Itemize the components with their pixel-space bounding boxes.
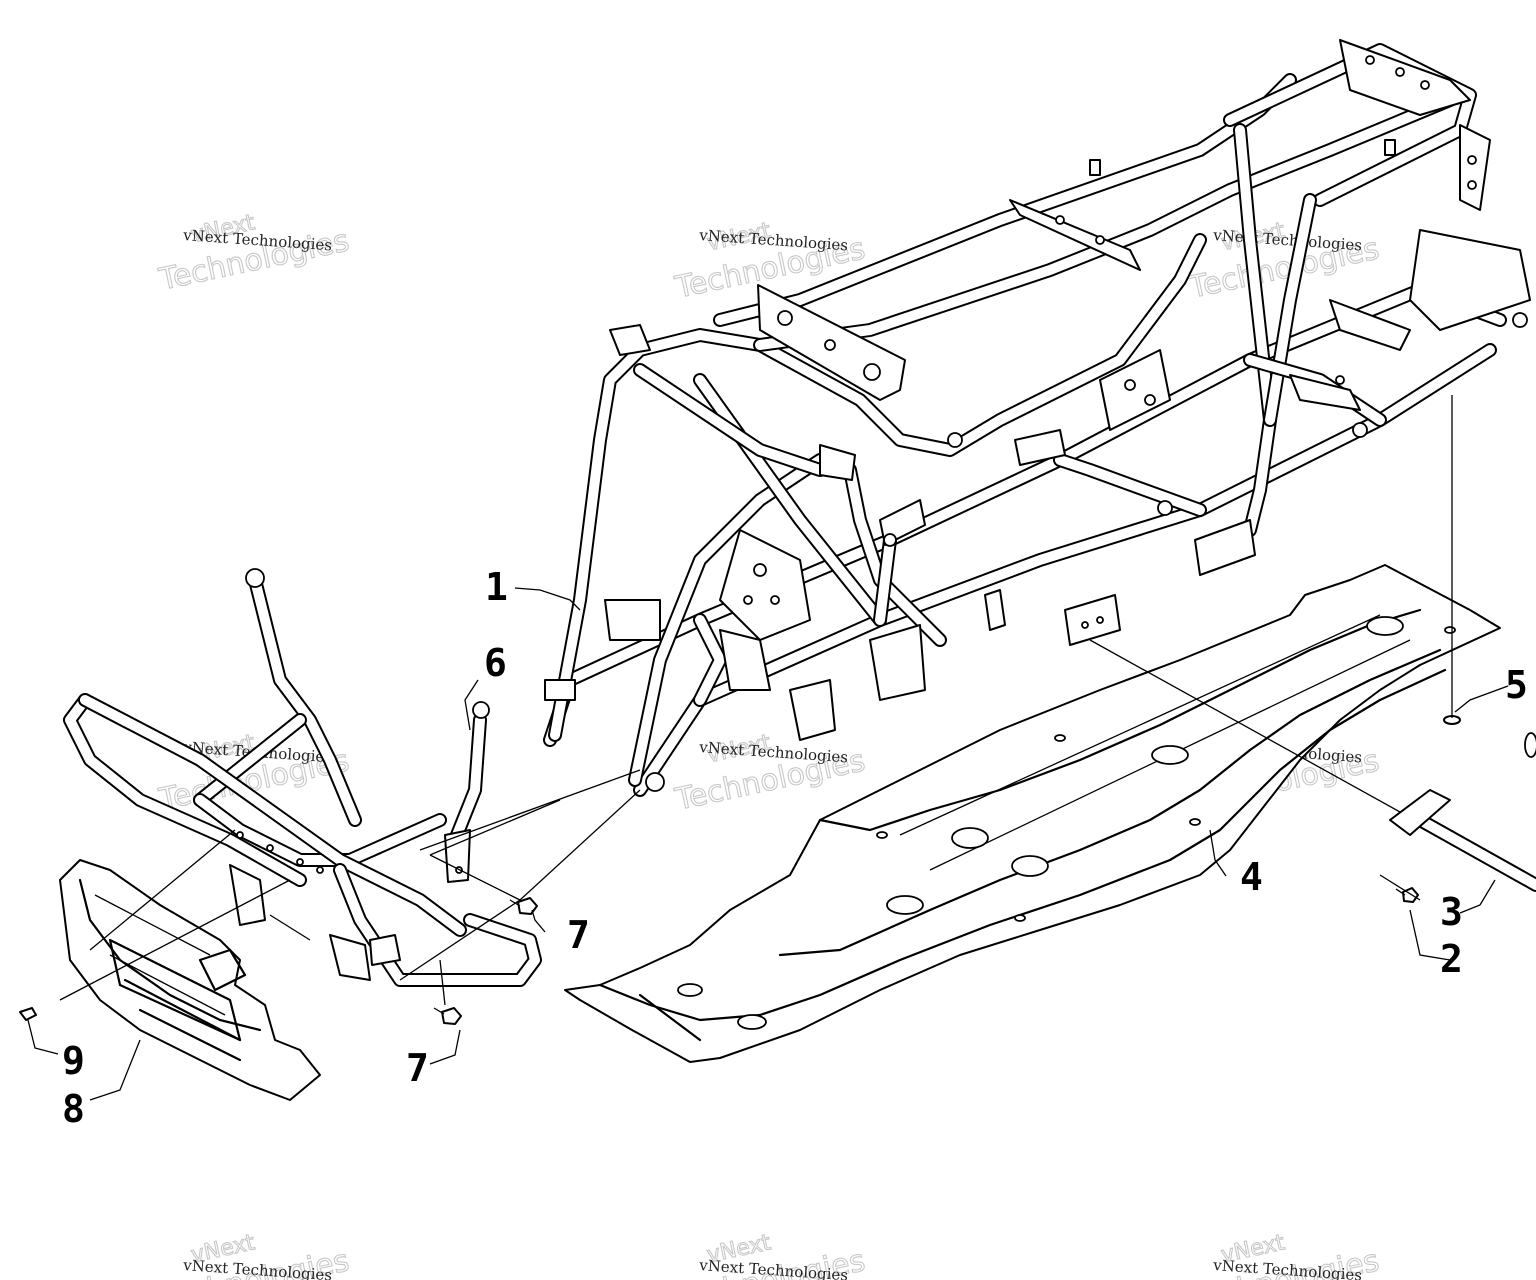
bolt-icon	[1395, 887, 1419, 903]
rivet-icon	[1443, 700, 1461, 725]
callout-6: 6	[484, 641, 507, 685]
screw-icon	[19, 1007, 37, 1021]
callouts: 1 2 3 4 5 6 7 7 8 9	[62, 565, 1528, 1131]
bolt-icon	[433, 1007, 462, 1025]
callout-7b: 7	[406, 1046, 429, 1090]
skid-plate	[564, 564, 1501, 1063]
main-frame	[543, 39, 1531, 797]
leader-lines	[27, 395, 1509, 1101]
callout-5: 5	[1505, 663, 1528, 707]
rear-tube	[1389, 732, 1536, 892]
callout-7a: 7	[567, 913, 590, 957]
front-bumper-guard	[63, 568, 542, 987]
callout-9: 9	[62, 1039, 85, 1083]
callout-3: 3	[1440, 890, 1463, 934]
callout-2: 2	[1440, 937, 1463, 981]
callout-8: 8	[62, 1087, 85, 1131]
callout-4: 4	[1240, 855, 1263, 899]
callout-1: 1	[485, 565, 508, 609]
